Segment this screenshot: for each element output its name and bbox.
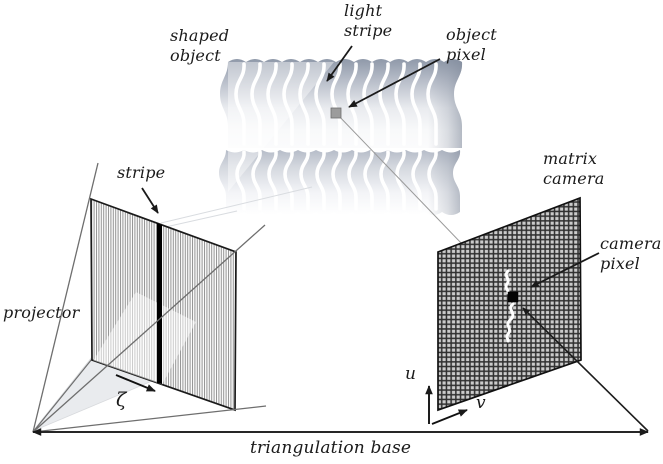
camera-ray (522, 307, 649, 432)
light-stripe-arrow (326, 45, 353, 82)
light-stripe-label-line2: stripe (344, 20, 393, 40)
projector-panel (90, 197, 237, 412)
object-pixel-label-line2: pixel (446, 44, 486, 64)
object-pixel-label: object pixel (446, 25, 497, 64)
object-pixel-marker (330, 107, 342, 119)
shaped-object (219, 59, 463, 215)
light-stripe-label-line1: light (344, 1, 383, 20)
matrix-camera-label-line2: camera (543, 168, 605, 188)
stripe-image-lower (505, 302, 515, 343)
camera-pixel-label: camera pixel (600, 234, 662, 273)
shaped-object-label-line2: object (170, 45, 221, 65)
projector-ray-through-top-corner (32, 224, 266, 433)
camera-pixel-marker (507, 291, 519, 303)
v-axis-label: v (476, 393, 486, 413)
camera-pixel-arrow (530, 252, 600, 288)
stripe-projection-line-upper (160, 186, 313, 224)
v-axis-arrow (431, 409, 468, 425)
projector-frustum-ray-upper (32, 162, 99, 433)
shaped-object-label: shaped object (170, 26, 229, 65)
camera-pixel-label-line1: camera (600, 234, 662, 253)
projector-ray-through-bottom-corner (32, 405, 267, 433)
stripe-projection-line-lower (160, 210, 238, 229)
matrix-camera-label: matrix camera (543, 149, 605, 188)
stripe-label: stripe (117, 163, 166, 182)
projected-stripe (157, 223, 162, 384)
projector-frustum-ray-lower (32, 358, 93, 433)
object-right-shadow (428, 60, 463, 215)
camera-pixel-label-line2: pixel (600, 253, 640, 273)
zeta-axis-arrow (115, 374, 156, 392)
u-axis-label: u (405, 364, 417, 384)
object-pixel-label-line1: object (446, 25, 497, 44)
object-illumination-highlight (228, 62, 334, 192)
shaped-object-label-line1: shaped (170, 26, 230, 45)
matrix-camera-label-line1: matrix (543, 149, 598, 168)
light-stripe-label: light stripe (344, 1, 392, 40)
zeta-axis-label: ζ (116, 389, 127, 411)
stripe-image-upper (504, 269, 510, 295)
object-pixel-arrow (348, 58, 441, 108)
triangulation-base-label: triangulation base (250, 438, 412, 458)
stripe-arrow (141, 187, 159, 214)
matrix-camera-panel (437, 196, 582, 412)
projector-label: projector (3, 303, 80, 322)
projector-panel-highlight (91, 292, 196, 392)
